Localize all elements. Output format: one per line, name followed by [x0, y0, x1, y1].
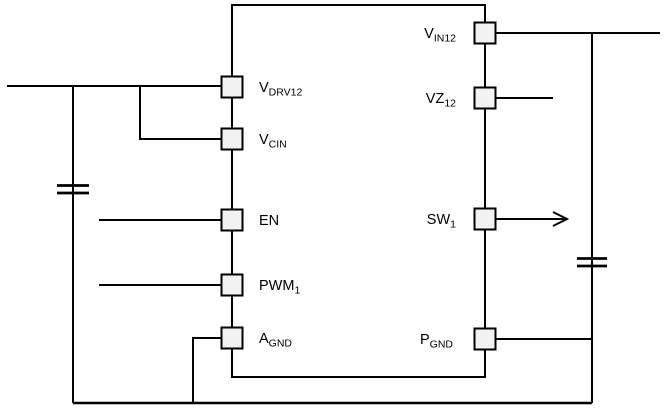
pin-vcin [220, 127, 244, 151]
pin-vz12 [473, 86, 497, 110]
pin-vin12 [473, 21, 497, 45]
sw1-arrowhead-icon [552, 211, 570, 227]
wires [7, 32, 660, 405]
pin-label-pwm1: PWM1 [259, 278, 300, 297]
pin-en [220, 208, 244, 232]
pin-label-vcin: VCIN [259, 132, 287, 151]
pin-sw1 [473, 207, 497, 231]
pin-label-pgnd: PGND [420, 332, 453, 351]
left-capacitor-icon [57, 184, 89, 195]
pin-pgnd [473, 327, 497, 351]
wire-vcin [139, 86, 232, 140]
pins [220, 21, 497, 351]
ic-body [231, 4, 486, 378]
pin-agnd [220, 326, 244, 350]
pin-label-en: EN [259, 213, 279, 229]
pin-label-sw1: SW1 [427, 212, 456, 231]
pin-label-vdrv12: VDRV12 [259, 80, 302, 99]
pin-vdrv12 [220, 75, 244, 99]
wire-agnd [192, 337, 232, 403]
pin-label-agnd: AGND [259, 331, 292, 350]
pin-pwm1 [220, 273, 244, 297]
pin-label-vin12: VIN12 [424, 26, 456, 45]
sw1-arrow [485, 211, 570, 227]
pin-labels: VDRV12 VCIN EN PWM1 AGND VIN12 VZ12 SW1 … [259, 26, 456, 351]
pin-label-vz12: VZ12 [426, 91, 456, 110]
right-capacitor-icon [577, 257, 607, 268]
